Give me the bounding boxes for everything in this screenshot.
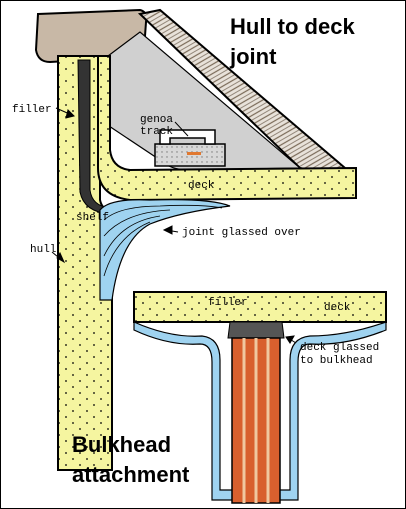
deck-upper [97, 55, 357, 202]
label-filler-bottom: filler [208, 297, 248, 309]
label-deck-top: deck [188, 180, 215, 192]
label-genoa-line2: track [140, 126, 173, 138]
title-bulkhead-line2: attachment [72, 462, 190, 487]
label-deck-glassed-line1: deck glassed [300, 342, 379, 354]
title-bulkhead-line1: Bulkhead [72, 432, 171, 457]
genoa-track-bolt [187, 152, 201, 155]
joint-glass-tabbing [99, 199, 231, 301]
label-joint-glassed: joint glassed over [182, 227, 301, 239]
label-shelf: shelf [76, 212, 109, 224]
title-hull-deck-line1: Hull to deck [230, 14, 355, 39]
label-deck-glassed-line2: to bulkhead [300, 355, 373, 367]
leader-arrows [51, 107, 297, 344]
label-deck-bottom: deck [324, 302, 351, 314]
label-hull: hull [30, 244, 56, 256]
label-genoa-line1: genoa [140, 114, 173, 126]
bulkhead-glass-tabbing [133, 321, 387, 501]
genoa-track [159, 129, 216, 145]
title-hull-deck-line2: joint [229, 44, 277, 69]
label-filler-top: filler [12, 104, 52, 116]
bulkhead-filler [227, 321, 285, 339]
deck-lower [133, 291, 387, 323]
